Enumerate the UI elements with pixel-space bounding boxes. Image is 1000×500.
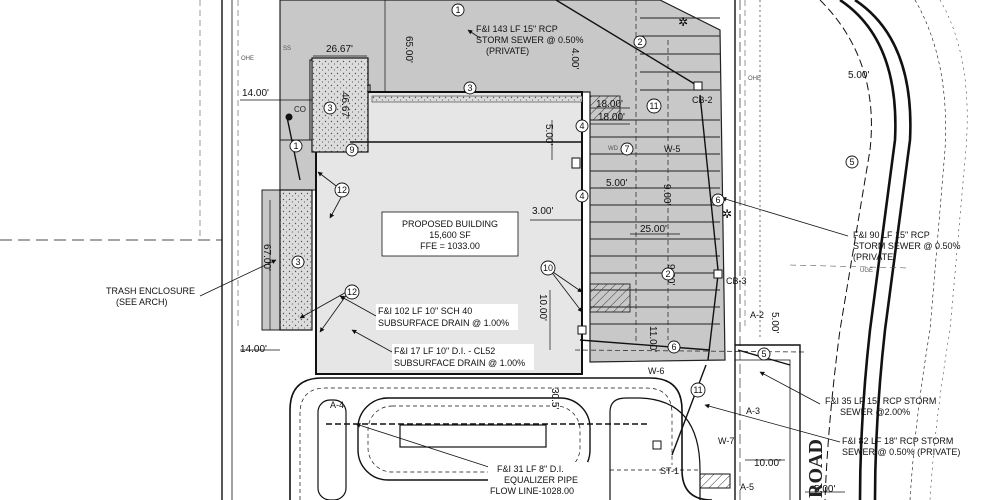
callout-line: F&I 102 LF 10" SCH 40 bbox=[378, 306, 472, 316]
callout-line: F&I 143 LF 15" RCP bbox=[476, 24, 558, 34]
structure-a2: A-2 bbox=[750, 310, 764, 320]
dim-18-b: 18.00' bbox=[598, 112, 625, 123]
callout-storm-143: F&I 143 LF 15" RCP STORM SEWER @ 0.50% (… bbox=[476, 24, 584, 56]
callout-line: (PRIVATE) bbox=[853, 252, 896, 262]
dim-26-67: 26.67' bbox=[326, 44, 353, 55]
callout-line: STORM SEWER @ 0.50% bbox=[853, 241, 961, 251]
parking-stripes bbox=[590, 17, 720, 325]
star-icon: ✲ bbox=[722, 207, 732, 221]
callout-equalizer: F&I 31 LF 8" D.I. EQUALIZER PIPE FLOW LI… bbox=[488, 462, 588, 500]
bubble-5: 5 bbox=[849, 157, 854, 167]
bubble-2: 2 bbox=[665, 269, 670, 279]
structure-st1: ST-1 bbox=[660, 466, 679, 476]
dim-10-b: 10.00' bbox=[754, 458, 781, 469]
bubble-11: 11 bbox=[693, 385, 702, 395]
dim-11: 11.00' bbox=[647, 326, 658, 352]
ss-label: SS bbox=[283, 46, 291, 52]
dim-5-d: 5.00' bbox=[769, 312, 780, 333]
uge-label: UGE bbox=[860, 268, 873, 274]
dim-14-top: 14.00' bbox=[242, 88, 269, 99]
bubble-4: 4 bbox=[579, 191, 584, 201]
dim-9-a: 9.00' bbox=[661, 184, 672, 205]
callout-line: FLOW LINE-1028.00 bbox=[490, 486, 574, 496]
dim-5-e: 5.00' bbox=[814, 484, 835, 495]
dim-3: 3.00' bbox=[532, 206, 553, 217]
callout-line: (SEE ARCH) bbox=[116, 297, 168, 307]
dim-4: 4.00' bbox=[569, 48, 580, 69]
callout-line: (PRIVATE) bbox=[486, 46, 529, 56]
dim-5-c: 5.00' bbox=[848, 70, 869, 81]
callout-line: SEWER @2.00% bbox=[840, 407, 910, 417]
bubble-10: 10 bbox=[543, 263, 553, 273]
structure-a4: A-4 bbox=[330, 400, 344, 410]
bubble-1: 1 bbox=[455, 5, 460, 15]
structure-w5: W-5 bbox=[664, 144, 680, 154]
building-area: 15,600 SF bbox=[429, 230, 471, 240]
callout-line: F&I 82 LF 18" RCP STORM bbox=[842, 436, 953, 446]
building-ffe: FFE = 1033.00 bbox=[420, 241, 480, 251]
structure-cb3: CB-3 bbox=[726, 276, 747, 286]
structure-a5: A-5 bbox=[740, 482, 754, 492]
ohe-label: OHE bbox=[748, 76, 761, 82]
bubble-9: 9 bbox=[349, 145, 354, 155]
callout-line: F&I 17 LF 10" D.I. - CL52 bbox=[394, 346, 495, 356]
callout-line: F&I 90 LF 15" RCP bbox=[853, 230, 930, 240]
callout-line: EQUALIZER PIPE bbox=[504, 475, 578, 485]
bubble-2: 2 bbox=[637, 37, 642, 47]
dim-25: 25.00' bbox=[640, 224, 667, 235]
dim-18-a: 18.00' bbox=[596, 99, 623, 110]
callout-line: F&I 31 LF 8" D.I. bbox=[497, 464, 564, 474]
callout-storm-35: F&I 35 LF 15" RCP STORM SEWER @2.00% bbox=[825, 396, 936, 417]
callout-storm-82: F&I 82 LF 18" RCP STORM SEWER @ 0.50% (P… bbox=[842, 436, 960, 457]
dim-30-5: 30.5' bbox=[549, 388, 560, 409]
bubble-3: 3 bbox=[467, 83, 472, 93]
callout-line: SUBSURFACE DRAIN @ 1.00% bbox=[378, 318, 509, 328]
dim-10-a: 10.00' bbox=[537, 294, 548, 321]
ohe-label: OHE bbox=[241, 56, 254, 62]
bubble-4: 4 bbox=[579, 121, 584, 131]
callout-storm-90: F&I 90 LF 15" RCP STORM SEWER @ 0.50% (P… bbox=[853, 230, 961, 262]
road-label: ROAD bbox=[805, 439, 827, 498]
callout-line: STORM SEWER @ 0.50% bbox=[476, 35, 584, 45]
bubble-3: 3 bbox=[327, 103, 332, 113]
road-and-property-lines bbox=[0, 0, 968, 500]
structure-w7: W-7 bbox=[718, 436, 734, 446]
callout-line: TRASH ENCLOSURE bbox=[106, 286, 195, 296]
bubble-11: 11 bbox=[649, 101, 658, 111]
dimension-lines bbox=[240, 0, 845, 493]
leader-lines bbox=[199, 29, 849, 471]
callout-trash-enclosure: TRASH ENCLOSURE (SEE ARCH) bbox=[106, 286, 195, 307]
callout-line: SUBSURFACE DRAIN @ 1.00% bbox=[394, 358, 525, 368]
structure-a3: A-3 bbox=[746, 406, 760, 416]
bubble-3: 3 bbox=[295, 257, 300, 267]
utility-lines bbox=[199, 0, 911, 330]
structure-cb2: CB-2 bbox=[692, 95, 713, 105]
bubble-12: 12 bbox=[347, 287, 357, 297]
dim-5-a: 5.00' bbox=[543, 124, 554, 145]
bubble-1: 1 bbox=[293, 141, 298, 151]
bubble-6: 6 bbox=[715, 195, 720, 205]
callout-line: F&I 35 LF 15" RCP STORM bbox=[825, 396, 936, 406]
dim-46-67: 46.67' bbox=[339, 92, 350, 119]
bubble-12: 12 bbox=[337, 185, 347, 195]
bubble-6: 6 bbox=[671, 342, 676, 352]
curb-lines bbox=[574, 0, 806, 353]
structure-w6: W-6 bbox=[648, 366, 664, 376]
note-bubbles bbox=[289, 3, 859, 398]
star-icon: ✲ bbox=[678, 15, 688, 29]
callout-drain-17: F&I 17 LF 10" D.I. - CL52 SUBSURFACE DRA… bbox=[392, 344, 534, 370]
bubble-7: 7 bbox=[624, 144, 629, 154]
structure-co: CO bbox=[294, 105, 306, 114]
dim-5-b: 5.00' bbox=[606, 178, 627, 189]
bubble-5: 5 bbox=[761, 349, 766, 359]
dim-67: 67.00' bbox=[261, 244, 272, 271]
callout-line: SEWER @ 0.50% (PRIVATE) bbox=[842, 447, 960, 457]
dim-65: 65.00' bbox=[403, 36, 414, 63]
parking-lot-islands bbox=[289, 377, 713, 500]
dim-14-bottom: 14.00' bbox=[240, 344, 267, 355]
wd-label: WD bbox=[608, 146, 619, 152]
callout-drain-102: F&I 102 LF 10" SCH 40 SUBSURFACE DRAIN @… bbox=[376, 304, 518, 330]
building-title: PROPOSED BUILDING bbox=[402, 219, 498, 229]
